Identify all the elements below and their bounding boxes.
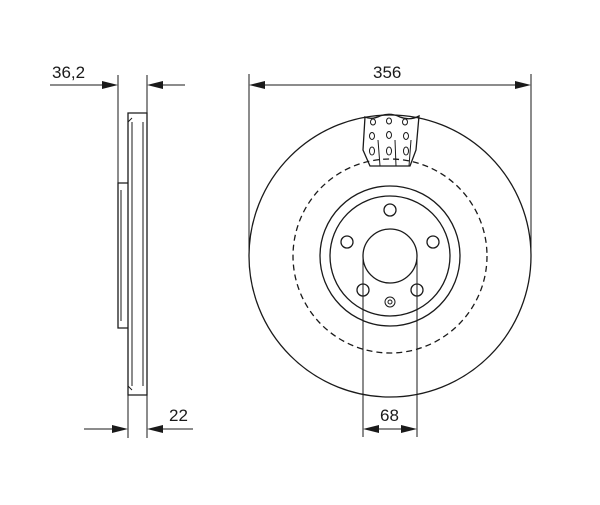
bolt-hole [383, 203, 397, 217]
set-screw-hole-center [387, 299, 393, 305]
arrow-right [102, 81, 118, 89]
outer-rim-circle [248, 114, 532, 398]
dimension-outer-diameter: 356 [248, 63, 532, 256]
arrow-left [249, 81, 265, 89]
vent-slot [386, 131, 392, 139]
hub-outer-circle [319, 185, 461, 327]
friction-ring-boundary [292, 158, 488, 354]
vent-slot [386, 117, 392, 125]
disc-thickness-label: 22 [169, 406, 188, 425]
arrow-right [515, 81, 531, 89]
outer-diameter-label: 356 [373, 63, 401, 82]
dimension-disc-thickness: 22 [84, 406, 193, 433]
arrow-left [363, 425, 379, 433]
vent-slot [370, 118, 376, 126]
vent-slot [403, 132, 409, 140]
vent-slot [386, 146, 392, 156]
vent-slot [402, 118, 408, 126]
chamfer-top [127, 117, 133, 123]
hub-inner-circle [329, 195, 451, 317]
arrow-right [401, 425, 417, 433]
disc-profile-outer [127, 112, 148, 396]
disc-front-view [248, 113, 532, 398]
vent-rib [394, 139, 397, 167]
dimension-hub-height: 36,2 [50, 63, 185, 89]
vent-slot [369, 132, 375, 140]
arrow-left [147, 425, 163, 433]
hub-profile [117, 182, 128, 329]
set-screw-hole [384, 296, 396, 308]
vent-rib [377, 139, 381, 167]
arrow-left [147, 81, 163, 89]
center-bore-label: 68 [380, 406, 399, 425]
bolt-hole [426, 235, 440, 249]
arrow-right [112, 425, 128, 433]
vent-rib [408, 139, 412, 167]
disc-side-view [117, 75, 148, 438]
chamfer-bottom [127, 385, 133, 391]
center-bore [362, 228, 418, 284]
vent-slot [403, 146, 409, 156]
bolt-hole [340, 235, 354, 249]
dimension-center-bore: 68 [362, 256, 418, 437]
hub-height-label: 36,2 [52, 63, 85, 82]
vent-cutaway [362, 113, 420, 167]
vent-slot [369, 146, 375, 156]
